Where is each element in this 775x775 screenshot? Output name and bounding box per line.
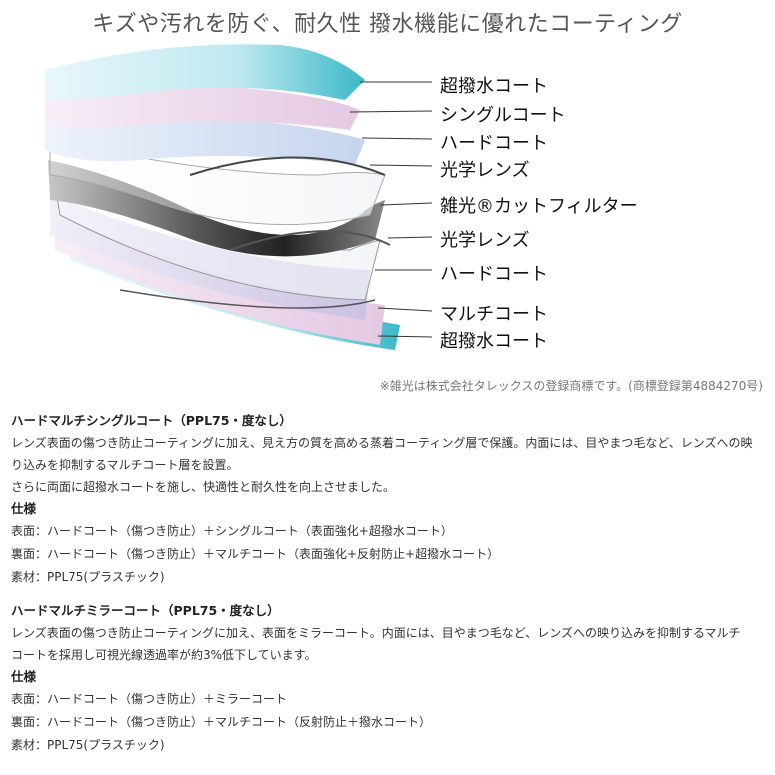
- layer-hardcoat-upper: [45, 113, 365, 165]
- layer-label-4: 光学レンズ: [440, 160, 530, 181]
- layer-label-9: 超撥水コート: [440, 331, 548, 352]
- layer-label-5: 雑光®カットフィルター: [440, 196, 638, 217]
- spec-front: 表面：ハードコート（傷つき防止）＋ミラーコート: [11, 692, 288, 706]
- layer-label-8: マルチコート: [440, 304, 548, 325]
- layer-top-superwater: [45, 44, 365, 100]
- layer-singlecoat: [45, 85, 360, 130]
- spec-back: 裏面：ハードコート（傷つき防止）＋マルチコート（反射防止＋撥水コート）: [11, 715, 432, 729]
- layer-label-6: 光学レンズ: [440, 230, 530, 251]
- page-headline: キズや汚れを防ぐ、耐久性 撥水機能に優れたコーティング: [92, 12, 683, 37]
- layer-label-1: 超撥水コート: [440, 76, 548, 97]
- lens-layer-diagram: [45, 44, 433, 350]
- product-title: ハードマルチシングルコート（PPL75・度なし）: [11, 413, 292, 428]
- spec-heading: 仕様: [11, 501, 37, 516]
- layer-label-2: シングルコート: [440, 105, 566, 126]
- spec-material: 素材：PPL75(プラスチック): [11, 570, 165, 584]
- product-description: さらに両面に超撥水コートを施し、快適性と耐久性を向上させました。: [11, 480, 396, 494]
- spec-front: 表面：ハードコート（傷つき防止）＋シングルコート（表面強化+超撥水コート）: [11, 524, 453, 538]
- product-description: り込みを抑制するマルチコート層を設置。: [11, 458, 239, 472]
- layer-label-3: ハードコート: [440, 133, 548, 154]
- product-title: ハードマルチミラーコート（PPL75・度なし）: [11, 603, 280, 618]
- spec-material: 素材：PPL75(プラスチック): [11, 738, 165, 752]
- trademark-note: ※雑光は株式会社タレックスの登録商標です。(商標登録第4884270号): [379, 379, 763, 393]
- spec-back: 裏面：ハードコート（傷つき防止）＋マルチコート（表面強化+反射防止+超撥水コート…: [11, 547, 500, 561]
- product-description: コートを採用し可視光線透過率が約3%低下しています。: [11, 648, 317, 662]
- product-section-2: ハードマルチミラーコート（PPL75・度なし） レンズ表面の傷つき防止コーティン…: [11, 600, 766, 757]
- product-description: レンズ表面の傷つき防止コーティングに加え、見え方の質を高める蒸着コーティング層で…: [11, 436, 753, 450]
- product-section-1: ハードマルチシングルコート（PPL75・度なし） レンズ表面の傷つき防止コーティ…: [11, 410, 766, 589]
- product-description: レンズ表面の傷つき防止コーティングに加え、表面をミラーコート。内面には、目やまつ…: [11, 626, 741, 640]
- spec-heading: 仕様: [11, 669, 37, 684]
- layer-label-7: ハードコート: [440, 264, 548, 285]
